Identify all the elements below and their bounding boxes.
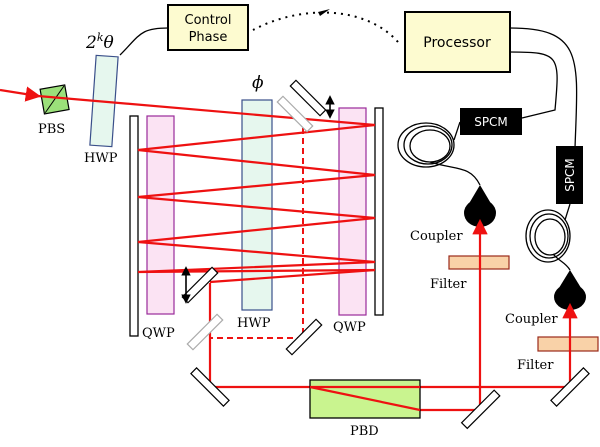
input-beam (0, 86, 42, 102)
qwp-left-label: QWP (142, 326, 175, 341)
movable-mirror-top (276, 79, 335, 133)
hwp-center-label: HWP (237, 316, 271, 331)
beam-exit-upper (209, 268, 376, 284)
movable-mirror-bottom (181, 266, 224, 351)
pbs-cube: PBS (38, 84, 70, 137)
hwp-center: HWP ϕ (237, 73, 273, 331)
filter-left: Filter (430, 255, 510, 292)
coupler-left-lens (464, 199, 496, 227)
mirror-left (129, 115, 139, 337)
hwp-center-rect (241, 99, 273, 311)
mirror-bottom-left (190, 367, 230, 407)
spcm-horizontal-body (460, 108, 522, 135)
movable-mirror-bottom-ghost (186, 313, 224, 351)
pbs-label: PBS (38, 122, 65, 137)
spcm-horizontal: SPCM (460, 108, 522, 135)
pbd-displacer: PBD (309, 379, 421, 439)
fiber-coil-right (525, 203, 571, 271)
coupler-right: Coupler (505, 270, 586, 327)
coupler-right-lens (554, 284, 586, 310)
coupler-right-label: Coupler (505, 312, 558, 327)
dashed-alternate-path (210, 128, 304, 339)
beam-segment-in (37, 94, 376, 127)
processor-label: Processor (423, 35, 491, 51)
hwp-left: HWP 2kθ (84, 31, 119, 166)
beam-path (0, 86, 376, 274)
filter-left-label: Filter (430, 277, 467, 292)
hwp-angle-label: 2kθ (85, 31, 114, 53)
spcm-vertical-body (556, 146, 583, 204)
pbd-label: PBD (350, 424, 379, 439)
spcm-vertical: SPCM (556, 146, 583, 204)
filter-right-rect (537, 336, 599, 352)
mirror-right (374, 107, 384, 316)
phi-label: ϕ (252, 73, 264, 93)
qwp-right-label: QWP (333, 320, 366, 335)
hwp-left-label: HWP (84, 151, 118, 166)
beam-zigzag (137, 123, 376, 274)
coupler-left-label: Coupler (410, 229, 463, 244)
feedback-arrowhead (318, 9, 330, 16)
beam-over-pbd (309, 385, 421, 412)
movable-mirror-top-ghost (276, 95, 314, 133)
spcm-horizontal-label: SPCM (474, 115, 508, 129)
mirror-near-qwp-right (285, 318, 323, 356)
filter-right-label: Filter (517, 358, 554, 373)
control-wire (119, 27, 169, 56)
qwp-right-rect (338, 107, 367, 316)
movable-mirror-top-solid (289, 79, 327, 117)
feedback-dotted-line (252, 11, 399, 43)
mirror-bottom-right (550, 367, 590, 407)
cable-spcm-vertical (509, 27, 578, 149)
control-phase-label-line2: Phase (189, 30, 228, 45)
coupler-left: Coupler (410, 185, 496, 244)
cable-spcm-horizontal (509, 51, 558, 119)
filter-right: Filter (517, 336, 599, 373)
qwp-right: QWP (333, 107, 367, 335)
control-phase-box: Control Phase (167, 4, 249, 51)
control-phase-label-line1: Control (185, 13, 232, 28)
spcm-vertical-label: SPCM (563, 158, 577, 192)
processor-box-rect (404, 11, 511, 73)
processor-box: Processor (404, 11, 511, 73)
fiber-coil-left (397, 121, 481, 186)
mirror-bottom-middle (460, 389, 501, 430)
